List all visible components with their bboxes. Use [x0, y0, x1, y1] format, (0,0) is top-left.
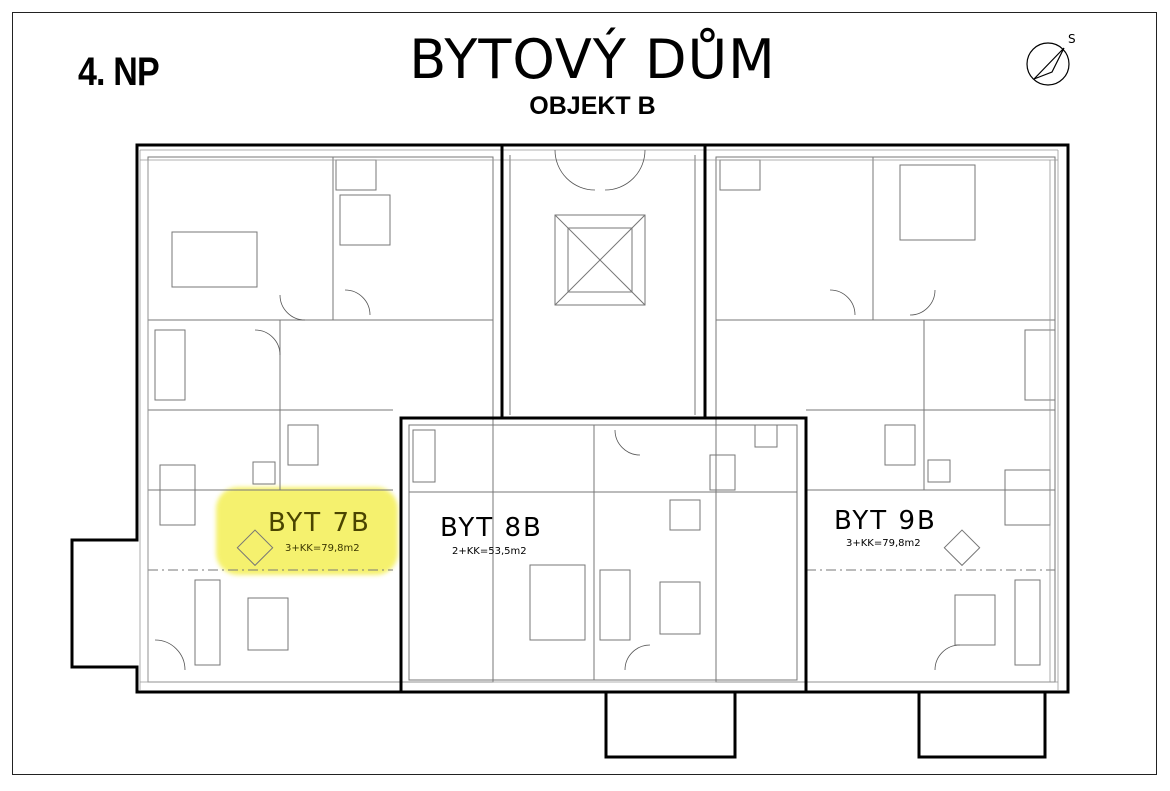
north-arrow-icon: [1026, 42, 1070, 86]
apartment-name: BYT 8B: [440, 513, 543, 543]
apartment-highlight: [216, 487, 398, 575]
apartment-area: 2+KK=53,5m2: [452, 546, 527, 557]
apartment-name: BYT 7B: [268, 508, 371, 538]
object-subtitle: OBJEKT B: [529, 92, 656, 120]
apartment-area: 3+KK=79,8m2: [846, 538, 921, 549]
compass-letter: S: [1068, 32, 1076, 46]
floor-label: 4. NP: [78, 50, 160, 94]
building-title: BYTOVÝ DŮM: [409, 28, 776, 91]
drawing-frame: [12, 12, 1157, 775]
apartment-area: 3+KK=79,8m2: [285, 543, 360, 554]
apartment-name: BYT 9B: [834, 506, 937, 536]
